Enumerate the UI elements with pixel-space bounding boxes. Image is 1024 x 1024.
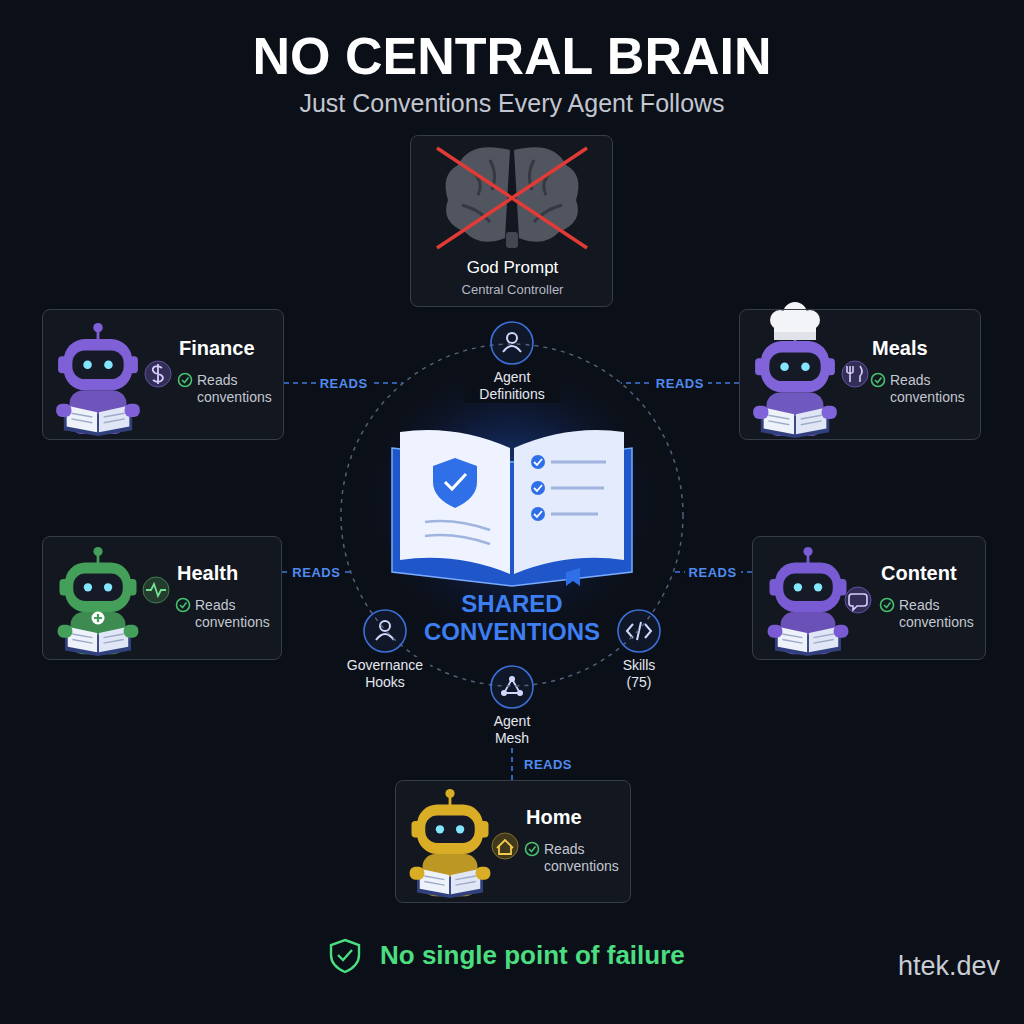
book-illustration [400,430,510,574]
node-text: Central Controller [411,282,614,298]
edge-label: READS [520,756,576,773]
node-title: Finance [179,336,255,360]
edge-label-holder: READS [520,755,576,773]
watermark: htek.dev [898,950,1000,982]
node-title: Home [526,805,582,829]
node-title: SHARED CONVENTIONS [412,590,612,646]
book-illustration [531,507,545,521]
node-text: Reads conventions [195,597,277,631]
convention-icons [364,322,660,708]
edge-label: READS [685,564,741,581]
shield-icon [338,950,352,960]
title: NO CENTRAL BRAIN [252,25,771,87]
icon-ring [491,666,533,708]
subtitle: Just Conventions Every Agent Follows [299,88,724,118]
agent-card: HealthReads conventions [42,536,282,660]
shield-icon [331,940,359,972]
edge-label-holder: READS [652,374,708,392]
label-holder: htek.dev [898,950,1000,982]
convention-icons [364,610,406,652]
edge-label-holder: READS [288,563,344,581]
edge-label: READS [316,375,372,392]
book-illustration [551,462,606,514]
reads-connector [511,747,513,780]
edge-label: READS [652,375,708,392]
node-title: Governance Hooks [340,657,430,691]
book-illustration [566,568,580,586]
node-title: Content [881,561,957,585]
label-holder: No single point of failure [380,940,685,971]
book-illustration [531,481,545,495]
convention-icons [491,666,533,708]
book-illustration [531,455,545,469]
book-glow [352,350,672,650]
convention-icons [509,676,515,682]
label-holder: NO CENTRAL BRAIN [252,25,771,87]
convention-item: Skills (75) [584,609,694,691]
convention-item: Agent Mesh [457,665,567,747]
book-glow [352,350,672,650]
dashed-circle-outline [341,344,683,686]
agent-card: FinanceReads conventions [42,309,284,440]
edge-label-holder: READS [316,374,372,392]
icon-ring [490,665,534,709]
node-title: Meals [872,336,928,360]
conventions-circle: SHARED CONVENTIONSAgent DefinitionsGover… [340,343,684,687]
convention-icons [376,634,394,640]
book-illustration [392,430,632,586]
convention-icons [517,690,523,696]
footer-note: No single point of failure [380,940,685,971]
shield-icon [331,940,359,972]
book-illustration [445,474,466,489]
book-illustration [433,458,477,508]
node-title: Skills (75) [613,657,665,691]
convention-icons [618,610,660,652]
convention-icons [491,322,533,364]
agent-card: ContentReads conventions [752,536,986,660]
book-illustration [534,459,542,517]
node-title: Agent Mesh [482,713,542,747]
convention-icons [507,333,517,343]
node-text: Reads conventions [899,597,981,631]
icon-ring [364,610,406,652]
convention-item: Agent Definitions [457,321,567,403]
node-title: Health [177,561,238,585]
node-title: Agent Definitions [464,369,560,403]
icon-ring [363,609,407,653]
agent-card: MealsReads conventions [739,309,981,440]
edge-label: READS [288,564,344,581]
node-text: Reads conventions [544,841,626,875]
convention-icons [503,346,521,352]
node-title: God Prompt [411,258,614,278]
convention-item: Governance Hooks [330,609,440,691]
node-text: Reads conventions [197,372,279,406]
book-illustration [514,430,624,574]
convention-icons [501,690,507,696]
icon-ring [491,322,533,364]
icon-ring [490,321,534,365]
icon-ring [617,609,661,653]
agent-card: HomeReads conventions [395,780,631,903]
icon-ring [618,610,660,652]
crossed-out-box: God PromptCentral Controller [410,135,613,307]
label-holder: Just Conventions Every Agent Follows [299,88,724,118]
book-illustration [425,521,490,544]
edge-label-holder: READS [685,563,741,581]
node-text: Reads conventions [890,372,972,406]
